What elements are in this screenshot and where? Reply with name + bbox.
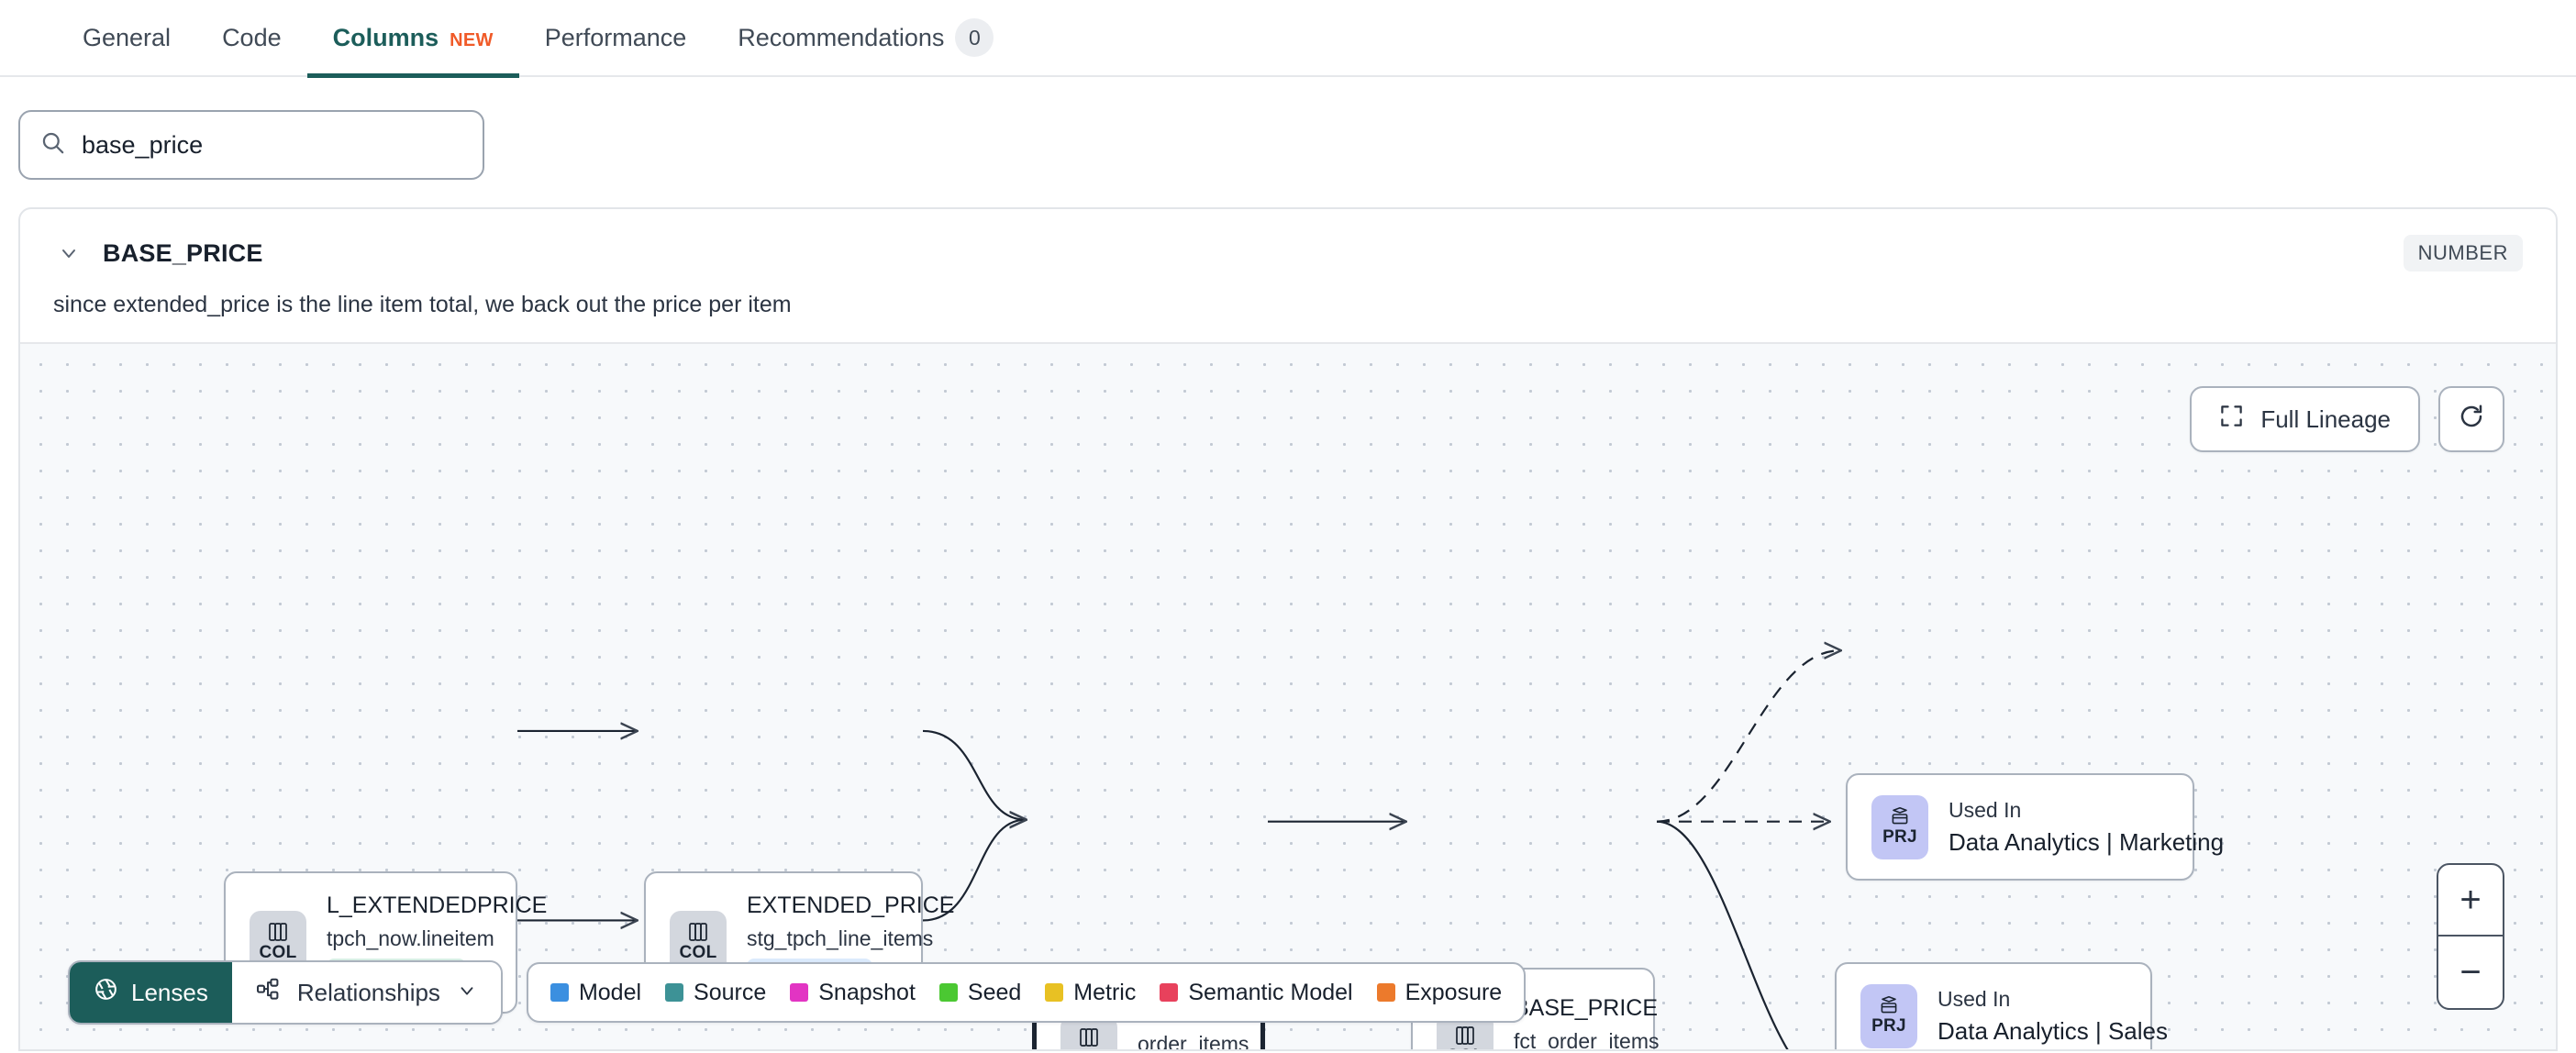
tab-new-badge: NEW <box>450 30 494 50</box>
node-subtitle: order_items <box>1138 1031 1249 1051</box>
full-lineage-button[interactable]: Full Lineage <box>2190 386 2420 452</box>
graph-bottom-bar: Lenses Relationships <box>68 960 1527 1025</box>
tab-label: Code <box>222 24 282 51</box>
node-subtitle: stg_tpch_line_items <box>747 926 934 950</box>
aperture-icon <box>94 977 118 1008</box>
legend-item-source[interactable]: Source <box>665 980 766 1006</box>
legend-label: Snapshot <box>818 979 916 1005</box>
legend-item-metric[interactable]: Metric <box>1045 980 1136 1006</box>
legend: Model Source Snapshot Seed Metric <box>526 962 1527 1023</box>
refresh-button[interactable] <box>2438 386 2504 452</box>
col-badge-label: COL <box>679 943 717 962</box>
legend-label: Metric <box>1073 979 1137 1005</box>
node-title: L_EXTENDEDPRICE <box>327 892 548 918</box>
relationships-label: Relationships <box>296 978 440 1006</box>
legend-label: Semantic Model <box>1188 979 1353 1005</box>
prj-badge-label: PRJ <box>1882 827 1917 847</box>
col-badge-label: COL <box>1446 1047 1483 1050</box>
tab-general[interactable]: General <box>57 0 196 76</box>
lineage-canvas[interactable]: COL L_EXTENDEDPRICE tpch_now.lineitem SO… <box>20 342 2556 1051</box>
legend-swatch <box>550 983 569 1002</box>
legend-label: Seed <box>967 979 1022 1005</box>
full-lineage-label: Full Lineage <box>2260 405 2391 433</box>
node-title: Used In <box>1938 986 2011 1011</box>
legend-item-exposure[interactable]: Exposure <box>1376 979 1503 1006</box>
chevron-down-icon[interactable] <box>53 238 84 269</box>
legend-item-model[interactable]: Model <box>550 980 641 1006</box>
tab-columns[interactable]: Columns NEW <box>306 0 519 78</box>
zoom-controls: + − <box>2437 863 2504 1010</box>
legend-label: Source <box>694 979 767 1005</box>
node-subtitle: fct_order_items <box>1514 1029 1660 1051</box>
lineage-node-project-sales[interactable]: PRJ Used In Data Analytics | Sales <box>1835 962 2168 1049</box>
search-area <box>0 77 2576 202</box>
tab-label: Performance <box>544 24 687 51</box>
legend-label: Exposure <box>1405 979 1503 1005</box>
node-title: BASE_PRICE <box>1514 995 1659 1021</box>
node-title: EXTENDED_PRICE <box>747 892 955 918</box>
legend-item-snapshot[interactable]: Snapshot <box>790 980 916 1006</box>
recommendations-count-badge: 0 <box>955 18 994 57</box>
zoom-out-button[interactable]: − <box>2459 951 2482 992</box>
search-input[interactable] <box>82 130 462 160</box>
lenses-button[interactable]: Lenses <box>70 962 232 1023</box>
node-subtitle: Data Analytics | Marketing <box>1949 827 2225 856</box>
refresh-icon <box>2458 403 2485 437</box>
chevron-down-icon <box>457 979 477 1007</box>
tab-recommendations[interactable]: Recommendations 0 <box>712 0 1019 76</box>
legend-swatch <box>938 983 958 1002</box>
lineage-edges <box>494 344 2556 1049</box>
tab-label: General <box>83 24 172 51</box>
legend-swatch <box>1045 983 1064 1002</box>
lenses-group: Lenses Relationships <box>68 960 503 1025</box>
lineage-node-project-marketing[interactable]: PRJ Used In Data Analytics | Marketing <box>1846 773 2225 881</box>
tab-bar: General Code Columns NEW Performance Rec… <box>0 0 2576 78</box>
prj-badge: PRJ <box>1860 983 1917 1048</box>
prj-badge-label: PRJ <box>1871 1016 1906 1036</box>
tab-label: Columns <box>332 24 439 51</box>
tab-code[interactable]: Code <box>196 0 307 76</box>
legend-label: Model <box>578 979 642 1005</box>
column-description: since extended_price is the line item to… <box>53 292 792 317</box>
tab-performance[interactable]: Performance <box>519 0 713 76</box>
node-title: Used In <box>1949 797 2022 822</box>
search-box[interactable] <box>18 110 484 180</box>
col-badge-label: COL <box>259 943 297 962</box>
col-badge: COL <box>670 910 727 975</box>
legend-swatch <box>1160 983 1179 1002</box>
legend-swatch <box>1376 983 1395 1002</box>
column-type-badge: NUMBER <box>2403 235 2523 272</box>
zoom-in-button[interactable]: + <box>2438 865 2503 937</box>
search-icon <box>40 130 65 160</box>
node-subtitle: Data Analytics | Sales <box>1938 1016 2168 1045</box>
legend-swatch <box>665 983 684 1002</box>
legend-item-semantic-model[interactable]: Semantic Model <box>1160 979 1353 1006</box>
expand-icon <box>2219 404 2244 435</box>
prj-badge: PRJ <box>1871 794 1928 859</box>
legend-swatch <box>790 983 809 1002</box>
relationships-dropdown[interactable]: Relationships <box>231 962 501 1023</box>
column-header: BASE_PRICE NUMBER <box>20 209 2556 272</box>
page-title: BASE_PRICE <box>103 238 263 267</box>
col-badge-label: COL <box>1070 1048 1107 1049</box>
legend-item-seed[interactable]: Seed <box>938 979 1022 1006</box>
graph-top-controls: Full Lineage <box>2190 386 2504 452</box>
tab-label: Recommendations <box>738 24 945 51</box>
column-panel: BASE_PRICE NUMBER since extended_price i… <box>18 207 2558 1051</box>
node-subtitle: tpch_now.lineitem <box>327 926 494 950</box>
lenses-label: Lenses <box>131 978 208 1006</box>
relationships-icon <box>256 977 281 1008</box>
